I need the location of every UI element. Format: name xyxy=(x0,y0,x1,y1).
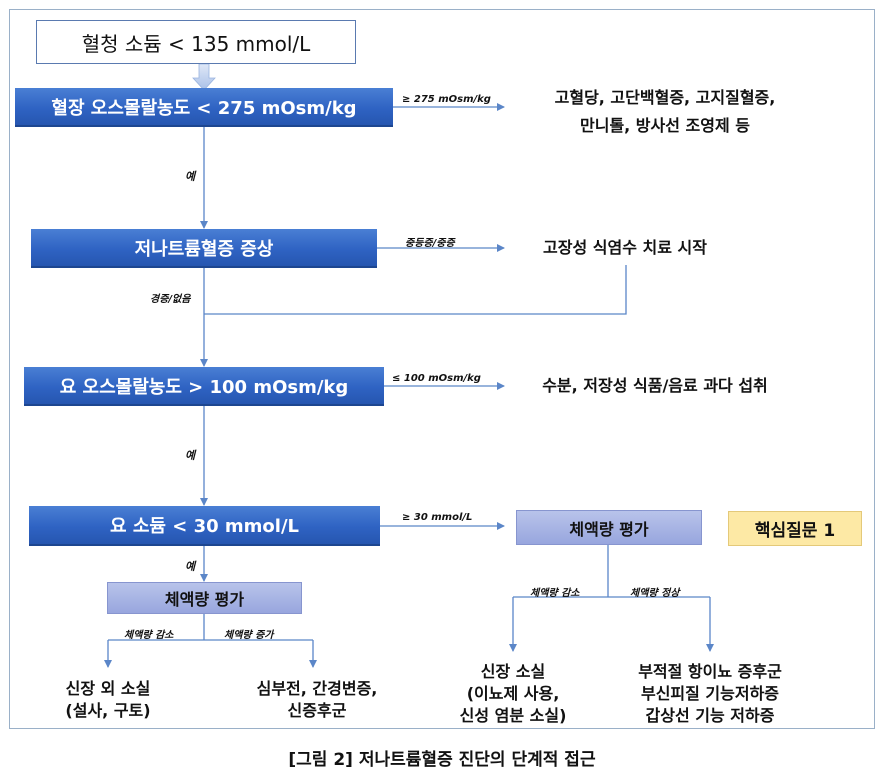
volume-eval-left-box: 체액량 평가 xyxy=(107,582,302,614)
label-mild-none: 경증/없음 xyxy=(150,294,191,305)
outcome-line: 수분, 저장성 식품/음료 과다 섭취 xyxy=(542,376,768,395)
key-question-box: 핵심질문 1 xyxy=(728,511,862,546)
urine-sodium-box: 요 소듐 < 30 mmol/L xyxy=(29,506,380,546)
label-yes-3: 예 xyxy=(185,560,196,573)
outcome-plasma-high: 고혈당, 고단백혈증, 고지질혈증, 만니톨, 방사선 조영제 등 xyxy=(520,87,810,137)
serum-sodium-box: 혈청 소듐 < 135 mmol/L xyxy=(36,20,356,64)
label-volume-decrease-right: 체액량 감소 xyxy=(530,588,580,599)
label-volume-increase-left: 체액량 증가 xyxy=(224,630,274,641)
label-ge-275: ≥ 275 mOsm/kg xyxy=(402,94,491,105)
fat-arrow-start xyxy=(192,63,216,91)
diagram-frame xyxy=(9,9,875,729)
outcome-line: 심부전, 간경변증, xyxy=(256,679,378,698)
label-moderate-severe: 중등증/중증 xyxy=(405,238,455,249)
label-ge-30: ≥ 30 mmol/L xyxy=(402,512,473,523)
outcome-siadh: 부적절 항이뇨 증후군 부신피질 기능저하증 갑상선 기능 저하증 xyxy=(605,661,815,727)
outcome-line: 신장 외 소실 xyxy=(65,679,151,698)
outcome-line: 갑상선 기능 저하증 xyxy=(645,706,775,725)
outcome-line: 부적절 항이뇨 증후군 xyxy=(638,662,782,681)
figure-caption: [그림 2] 저나트륨혈증 진단의 단계적 접근 xyxy=(288,750,596,770)
outcome-line: 고혈당, 고단백혈증, 고지질혈증, xyxy=(554,88,776,107)
outcome-heart-failure: 심부전, 간경변증, 신증후군 xyxy=(232,678,402,722)
label-volume-decrease-left: 체액량 감소 xyxy=(124,630,174,641)
line-hypertonic-return xyxy=(204,265,627,315)
label-yes-2: 예 xyxy=(185,449,196,462)
outcome-renal-loss: 신장 소실 (이뇨제 사용, 신성 염분 소실) xyxy=(440,661,586,727)
outcome-line: (이뇨제 사용, xyxy=(466,684,560,703)
outcome-line: 부신피질 기능저하증 xyxy=(640,684,780,703)
outcome-line: 신장 소실 xyxy=(480,662,546,681)
outcome-line: 신증후군 xyxy=(287,701,347,720)
symptoms-box: 저나트륨혈증 증상 xyxy=(31,229,377,268)
urine-osmolality-box: 요 오스몰랄농도 > 100 mOsm/kg xyxy=(24,367,384,406)
outcome-hypertonic-saline: 고장성 식염수 치료 시작 xyxy=(515,237,735,259)
outcome-line: 만니톨, 방사선 조영제 등 xyxy=(580,116,750,135)
outcome-extrarenal-loss: 신장 외 소실 (설사, 구토) xyxy=(28,678,188,722)
outcome-line: (설사, 구토) xyxy=(65,701,151,720)
volume-eval-right-box: 체액량 평가 xyxy=(516,510,702,545)
plasma-osmolality-box: 혈장 오스몰랄농도 < 275 mOsm/kg xyxy=(15,88,393,127)
outcome-water-intake: 수분, 저장성 식품/음료 과다 섭취 xyxy=(515,375,795,397)
label-le-100: ≤ 100 mOsm/kg xyxy=(392,373,481,384)
outcome-line: 신성 염분 소실) xyxy=(459,706,567,725)
label-volume-normal-right: 체액량 정상 xyxy=(630,588,680,599)
label-yes-1: 예 xyxy=(185,170,196,183)
outcome-line: 고장성 식염수 치료 시작 xyxy=(543,238,707,257)
